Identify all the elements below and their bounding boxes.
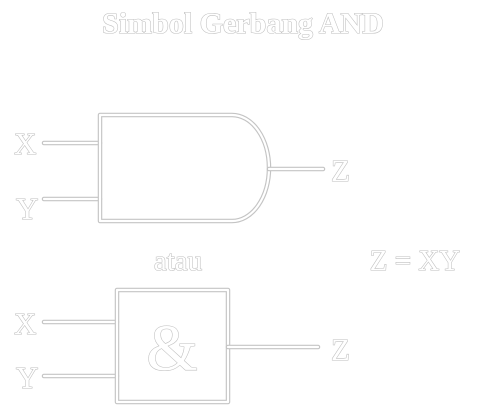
output-label-z-1: Z — [331, 153, 350, 188]
diagram-title: Simbol Gerbang AND — [102, 7, 384, 40]
input-label-x-1: X — [14, 126, 36, 161]
and-gate-rectangular — [41, 287, 321, 405]
ampersand-symbol: & — [146, 312, 197, 385]
boolean-equation: Z = XY — [370, 245, 461, 277]
and-gate-distinctive — [41, 112, 326, 224]
input-label-y-1: Y — [16, 191, 38, 226]
input-label-x-2: X — [14, 306, 36, 341]
output-label-z-2: Z — [331, 332, 350, 367]
separator-label: atau — [154, 245, 202, 277]
input-label-y-2: Y — [16, 360, 38, 395]
and-gate-body — [97, 112, 272, 224]
